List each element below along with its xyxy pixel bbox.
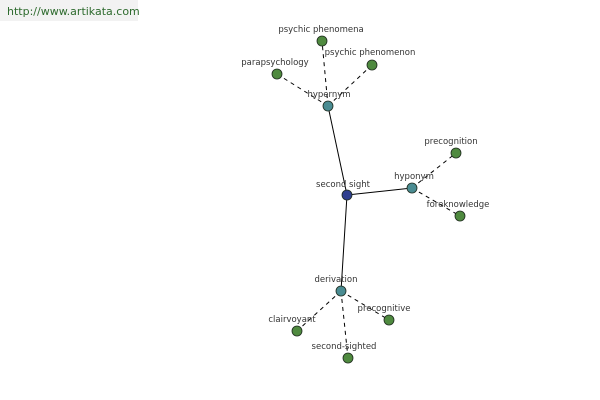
term-node[interactable] <box>291 325 303 337</box>
relation-node-hypernym[interactable] <box>322 100 334 112</box>
term-node[interactable] <box>383 314 395 326</box>
term-node[interactable] <box>316 35 328 47</box>
relation-node-hyponym[interactable] <box>406 182 418 194</box>
relation-label[interactable]: derivation <box>314 275 357 285</box>
edge-derivation-term <box>340 290 390 321</box>
url-bar: http://www.artikata.com <box>0 0 140 21</box>
source-url[interactable]: http://www.artikata.com <box>7 5 140 18</box>
edge-hyponym-term <box>411 187 461 217</box>
center-label[interactable]: second sight <box>316 180 371 190</box>
graph-nodes <box>271 35 466 364</box>
graph-edges <box>276 40 461 359</box>
term-node[interactable] <box>271 68 283 80</box>
edge-center-hypernym <box>327 105 348 196</box>
relation-label[interactable]: hyponym <box>394 172 434 182</box>
edge-hypernym-term <box>327 64 373 107</box>
center-node[interactable] <box>341 189 353 201</box>
term-label[interactable]: clairvoyant <box>268 315 316 325</box>
edge-hypernym-term <box>321 40 329 107</box>
relation-node-derivation[interactable] <box>335 285 347 297</box>
edge-hypernym-term <box>276 73 329 107</box>
edge-derivation-term <box>340 290 349 359</box>
term-node[interactable] <box>454 210 466 222</box>
edge-hyponym-term <box>411 152 457 189</box>
edge-center-hyponym <box>346 187 413 196</box>
term-label[interactable]: second-sighted <box>312 342 377 352</box>
term-label[interactable]: psychic phenomena <box>278 25 363 35</box>
term-label[interactable]: precognition <box>424 137 477 147</box>
term-label[interactable]: parapsychology <box>241 58 308 68</box>
term-label[interactable]: precognitive <box>358 304 411 314</box>
term-label[interactable]: foreknowledge <box>427 200 490 210</box>
term-node[interactable] <box>450 147 462 159</box>
edge-derivation-term <box>296 290 342 332</box>
graph-labels: psychic phenomena psychic phenomenon parap… <box>241 25 489 352</box>
term-label[interactable]: psychic phenomenon <box>325 48 416 58</box>
edge-center-derivation <box>340 194 348 292</box>
term-node[interactable] <box>366 59 378 71</box>
term-node[interactable] <box>342 352 354 364</box>
relation-label[interactable]: hypernym <box>307 90 350 100</box>
